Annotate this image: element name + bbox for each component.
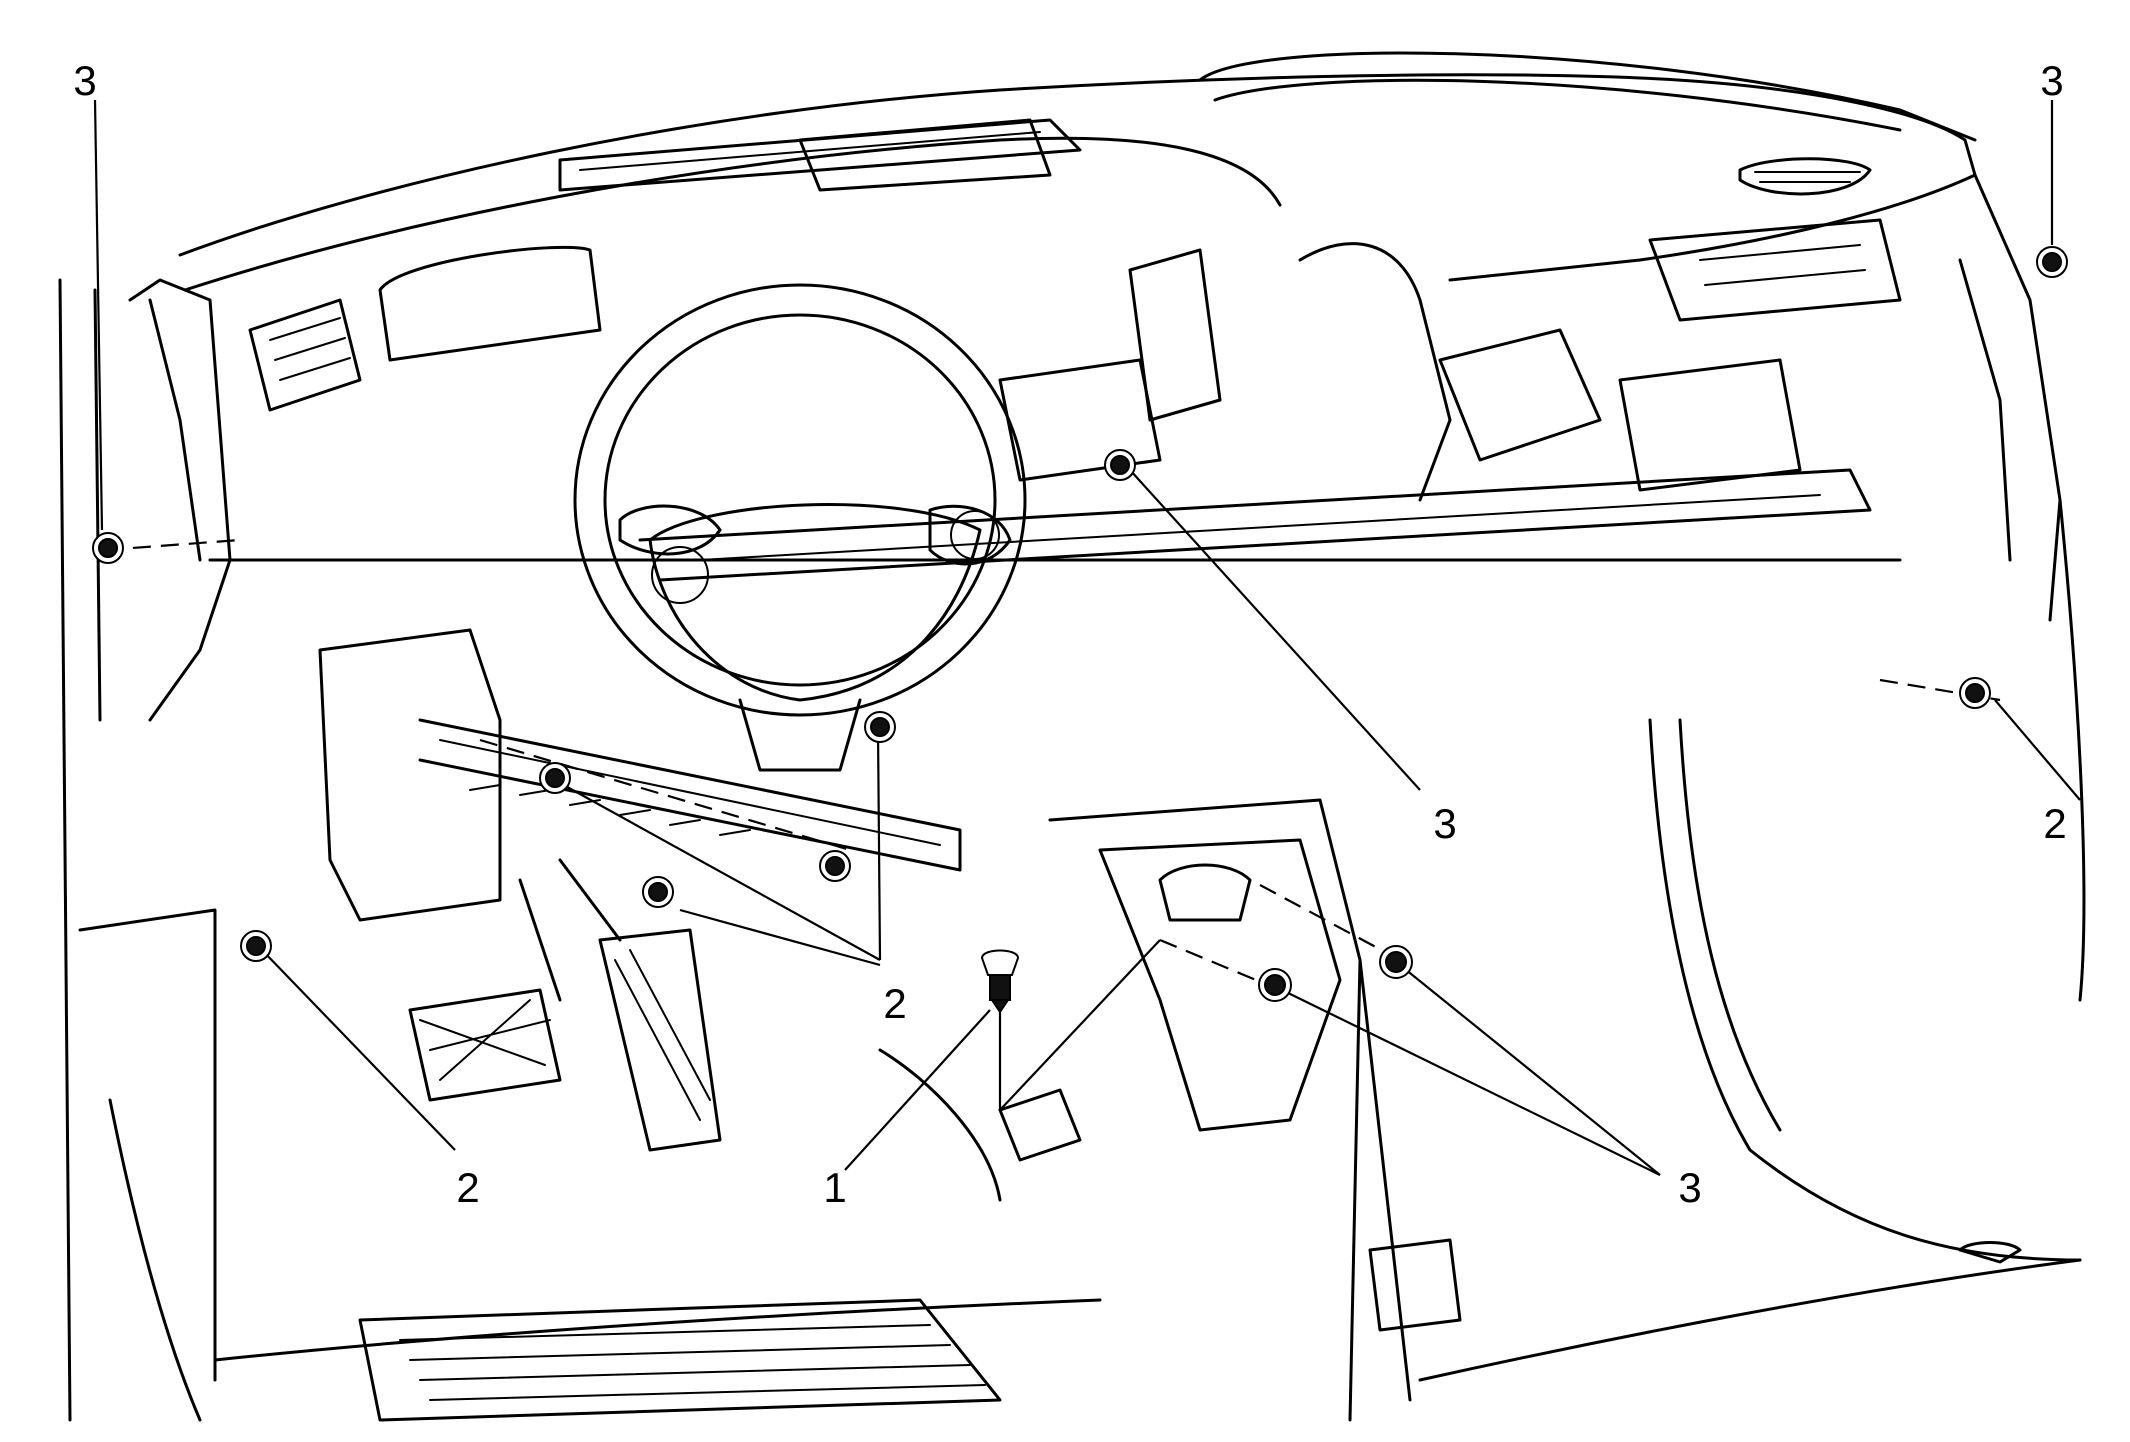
nut-icon: [240, 930, 272, 962]
bolt-icon: [1379, 945, 1413, 979]
nut-icon: [1959, 677, 1991, 709]
nut-icon: [642, 876, 674, 908]
floor: [78, 718, 2082, 1422]
callout-3-top-right: 3: [2040, 57, 2063, 104]
callout-3-center: 3: [1433, 800, 1456, 847]
bolt-icon: [1104, 449, 1136, 481]
hidden-path-lines: [104, 538, 2001, 992]
center-console: [998, 798, 1462, 1422]
leader-lines: [93, 99, 2081, 1176]
callout-3-top-left: 3: [73, 57, 96, 104]
callout-2-right: 2: [2043, 800, 2066, 847]
fasteners: [92, 246, 2068, 1014]
callout-labels: 3 3 3 2 2 2 1 3: [73, 57, 2066, 1211]
steering-wheel: [573, 283, 1027, 772]
nut-icon: [819, 850, 851, 882]
nut-icon: [864, 711, 896, 743]
callout-1: 1: [823, 1164, 846, 1211]
nut-icon: [539, 762, 571, 794]
callout-3-bottom: 3: [1678, 1164, 1701, 1211]
bolt-icon: [92, 532, 124, 564]
push-pin-retainer-icon: [980, 949, 1020, 1014]
bolt-icon: [2036, 246, 2068, 278]
lower-bracket: [318, 628, 962, 922]
callout-2-left: 2: [456, 1164, 479, 1211]
bolt-icon: [1258, 968, 1292, 1002]
pedals: [408, 858, 722, 1152]
callout-2-center: 2: [883, 980, 906, 1027]
instrument-panel: [58, 51, 2086, 1422]
